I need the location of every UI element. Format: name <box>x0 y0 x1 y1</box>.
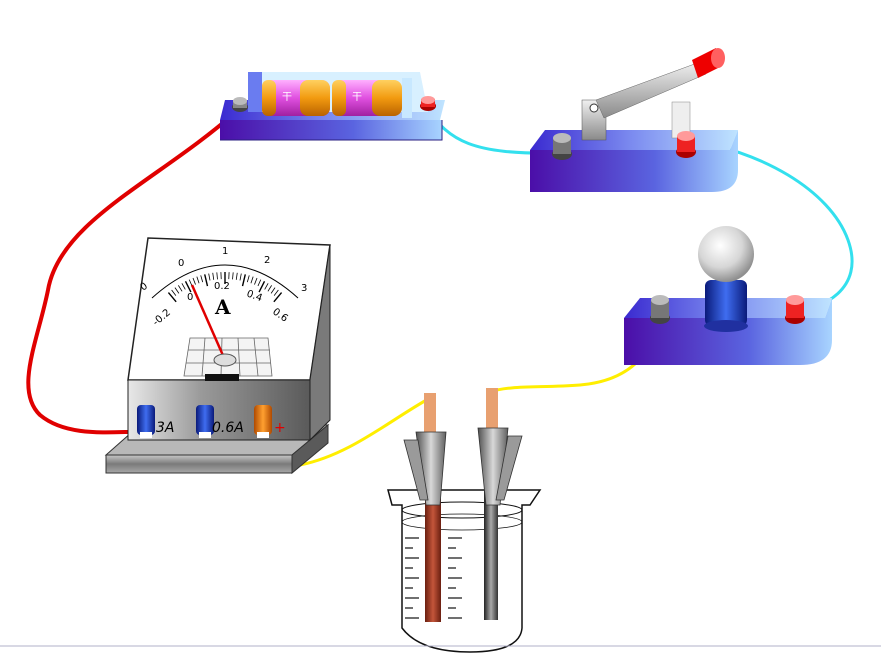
scale-tick <box>196 276 200 284</box>
ammeter-scale-ticks <box>167 272 283 303</box>
scale-tick <box>264 283 269 290</box>
alligator-clip-right-icon[interactable] <box>477 388 523 506</box>
ammeter-terminal-06a-label: 0.6A <box>212 420 244 436</box>
scale-tick <box>232 272 234 280</box>
scale-tick <box>258 281 266 293</box>
battery-holder: 干 干 <box>220 72 445 141</box>
battery-cell-label: 干 <box>282 92 292 103</box>
knife-switch[interactable] <box>530 48 738 192</box>
ammeter-terminal-plus-label: + <box>274 420 286 436</box>
scale-tick <box>174 287 180 294</box>
lamp-holder <box>624 226 832 365</box>
upper-scale-label: 0 <box>138 281 150 294</box>
scale-tick <box>273 292 283 303</box>
scale-tick <box>184 281 192 293</box>
scale-tick <box>254 277 258 285</box>
zinc-electrode <box>484 470 498 620</box>
lower-scale-label: 0 <box>187 292 193 303</box>
battery-negative-terminal[interactable] <box>232 97 248 112</box>
scale-tick <box>273 289 279 296</box>
ammeter-unit-label: A <box>214 295 231 319</box>
scale-tick <box>246 275 250 283</box>
lamp-bulb-icon <box>698 226 754 282</box>
beaker-graduations <box>405 537 462 619</box>
upper-scale-label: 1 <box>222 246 228 257</box>
ammeter-terminal-3a-label: 3A <box>156 420 174 436</box>
scale-tick <box>257 279 262 287</box>
copper-electrode <box>425 470 441 622</box>
scale-tick <box>267 285 272 292</box>
wire-battery-to-ammeter <box>26 108 240 435</box>
scale-tick <box>171 289 177 296</box>
battery-cell: 干 <box>332 80 402 116</box>
scale-tick <box>212 272 215 280</box>
upper-scale-label: 0 <box>178 258 184 269</box>
ammeter-needle <box>190 284 239 381</box>
ammeter-terminal-06a[interactable]: 0.6A <box>196 405 244 438</box>
scale-tick <box>250 276 254 284</box>
scale-tick <box>204 274 209 287</box>
scale-tick <box>208 273 211 281</box>
battery-positive-terminal[interactable] <box>420 96 436 111</box>
scale-tick <box>216 272 218 280</box>
ammeter: 0 0 1 2 3 -0.2 0 0.2 0.4 0.6 A 3A 0.6A <box>104 237 331 475</box>
battery-cell-label: 干 <box>352 92 362 103</box>
scale-tick <box>188 279 193 287</box>
lamp-left-terminal[interactable] <box>650 295 670 324</box>
electrolytic-cell <box>387 388 542 653</box>
scale-tick <box>200 275 204 283</box>
upper-scale-label: 2 <box>264 255 270 266</box>
scale-tick <box>270 287 276 294</box>
scale-tick <box>181 283 186 290</box>
scale-tick <box>235 272 238 280</box>
battery-cell: 干 <box>262 80 330 116</box>
lamp-right-terminal[interactable] <box>785 295 805 324</box>
scale-tick <box>239 273 242 281</box>
lower-scale-label: 0.4 <box>245 288 264 304</box>
ammeter-terminal-plus[interactable]: + <box>254 405 286 438</box>
upper-scale-label: 3 <box>301 283 307 294</box>
alligator-clip-left-icon[interactable] <box>403 393 447 506</box>
lower-scale-label: 0.2 <box>214 281 230 292</box>
switch-right-terminal[interactable] <box>676 131 696 158</box>
scale-tick <box>167 292 177 303</box>
switch-handle-icon[interactable] <box>692 48 725 78</box>
scale-tick <box>178 285 183 292</box>
scale-tick <box>241 274 246 287</box>
scale-tick <box>192 277 196 285</box>
switch-left-terminal[interactable] <box>552 133 572 160</box>
ammeter-terminal-3a[interactable]: 3A <box>137 405 174 438</box>
